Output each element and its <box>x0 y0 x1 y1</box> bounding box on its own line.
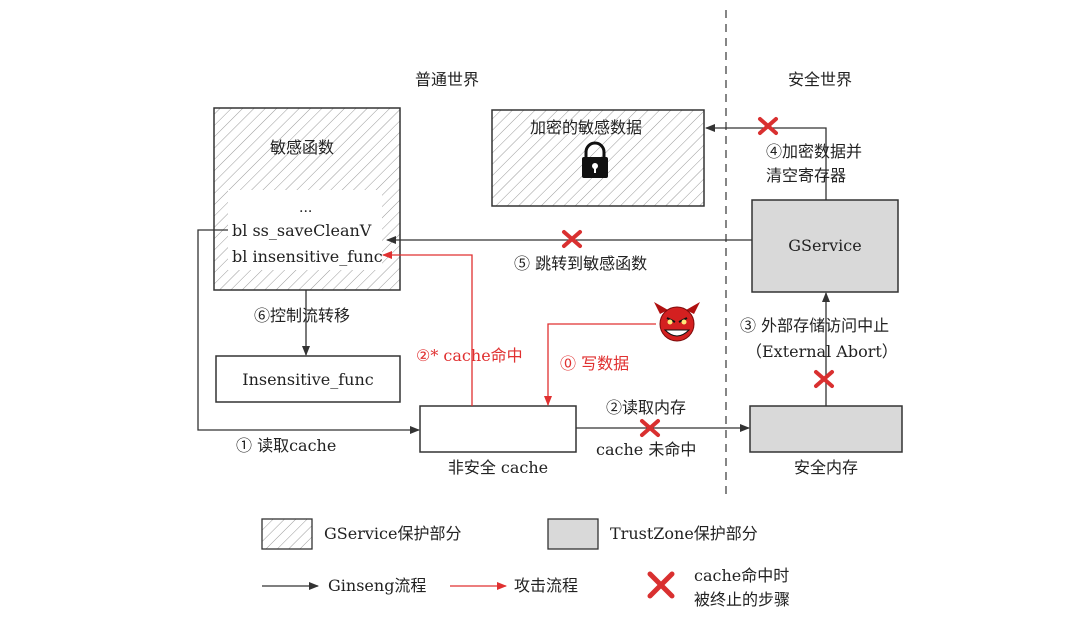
legend-gservice-label: GService保护部分 <box>324 524 462 543</box>
code-inner-box <box>228 190 382 270</box>
secure-memory-box <box>749 405 903 453</box>
sensitive-func-title: 敏感函数 <box>270 138 335 157</box>
red-x-icon <box>562 230 582 248</box>
non-secure-cache-label: 非安全 cache <box>447 458 549 477</box>
code-line-insensitive: bl insensitive_func <box>232 247 383 266</box>
secure-world-title: 安全世界 <box>788 70 853 89</box>
insensitive-func-label: Insensitive_func <box>242 370 374 389</box>
legend-terminated-label: cache命中时 <box>694 566 790 585</box>
step-5-label: ⑤ 跳转到敏感函数 <box>514 254 648 273</box>
legend-gray-swatch <box>547 518 599 550</box>
step-2-label: ②读取内存 <box>606 398 687 417</box>
non-secure-cache-box <box>419 405 577 453</box>
arrow-step-0 <box>544 323 656 406</box>
red-x-icon <box>640 419 660 437</box>
secure-memory-label: 安全内存 <box>793 458 858 477</box>
red-x-icon <box>758 117 778 135</box>
step-0-label: ⓪ 写数据 <box>560 354 630 373</box>
red-x-icon <box>814 370 834 388</box>
legend-trustzone-label: TrustZone保护部分 <box>610 524 758 543</box>
step-4-label: ④加密数据并 <box>766 142 863 161</box>
legend-hatch-swatch <box>261 518 313 550</box>
arrow-step-1 <box>197 229 420 434</box>
step-2-miss-label: cache 未命中 <box>596 440 697 459</box>
red-x-icon <box>647 571 675 599</box>
step-6-label: ⑥控制流转移 <box>254 306 351 325</box>
gservice-box <box>751 199 899 293</box>
step-3-label: ③ 外部存储访问中止 <box>740 316 890 335</box>
gservice-label: GService <box>788 236 862 255</box>
legend-ginseng-label: Ginseng流程 <box>328 576 427 595</box>
legend-terminated-label-line2: 被终止的步骤 <box>694 590 791 609</box>
devil-icon <box>654 302 700 342</box>
code-ellipsis: ... <box>299 200 313 216</box>
step-2-star-label: ②* cache命中 <box>416 346 523 365</box>
arrow-step-2-star <box>382 251 473 406</box>
legend-attack-label: 攻击流程 <box>514 576 579 595</box>
code-line-save-clean: bl ss_saveCleanV <box>232 221 372 240</box>
insensitive-func-box <box>215 355 401 403</box>
normal-world-title: 普通世界 <box>415 70 480 89</box>
lock-icon <box>582 141 608 178</box>
step-3-abort-label: （External Abort） <box>746 342 898 361</box>
encrypted-data-label: 加密的敏感数据 <box>530 118 643 137</box>
arrow-step-4 <box>705 124 827 200</box>
step-4-label-line2: 清空寄存器 <box>766 166 847 185</box>
step-1-label: ① 读取cache <box>236 436 337 455</box>
